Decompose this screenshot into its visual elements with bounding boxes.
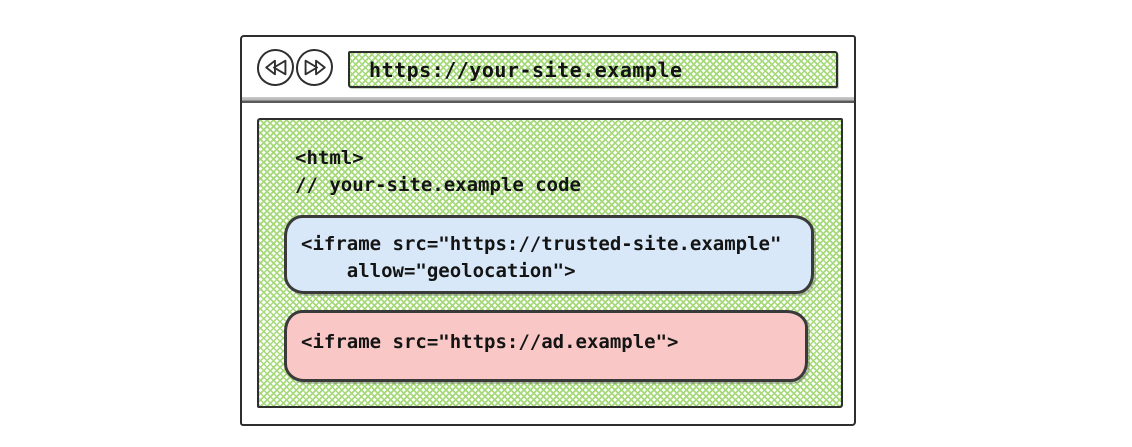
back-button[interactable]	[257, 49, 294, 86]
trusted-iframe-snippet: <iframe src="https://trusted-site.exampl…	[284, 215, 814, 294]
trusted-iframe-code-line-1: <iframe src="https://trusted-site.exampl…	[301, 233, 782, 255]
url-bar[interactable]: https://your-site.example	[348, 51, 838, 88]
page-content: <html> // your-site.example code <iframe…	[257, 118, 843, 408]
page-source-code: <html> // your-site.example code	[295, 145, 581, 199]
html-open-tag: <html>	[295, 147, 364, 169]
browser-toolbar: https://your-site.example	[242, 37, 854, 103]
ad-iframe-code-line-1: <iframe src="https://ad.example">	[301, 331, 679, 353]
ad-iframe-snippet: <iframe src="https://ad.example">	[284, 310, 808, 382]
url-text: https://your-site.example	[369, 57, 683, 82]
forward-button[interactable]	[296, 49, 333, 86]
trusted-iframe-code-line-2: allow="geolocation">	[301, 260, 576, 282]
browser-window: https://your-site.example <html> // your…	[240, 35, 856, 426]
forward-icon	[304, 59, 326, 76]
back-icon	[264, 59, 287, 76]
site-code-comment: // your-site.example code	[295, 174, 581, 196]
toolbar-divider	[242, 97, 854, 103]
